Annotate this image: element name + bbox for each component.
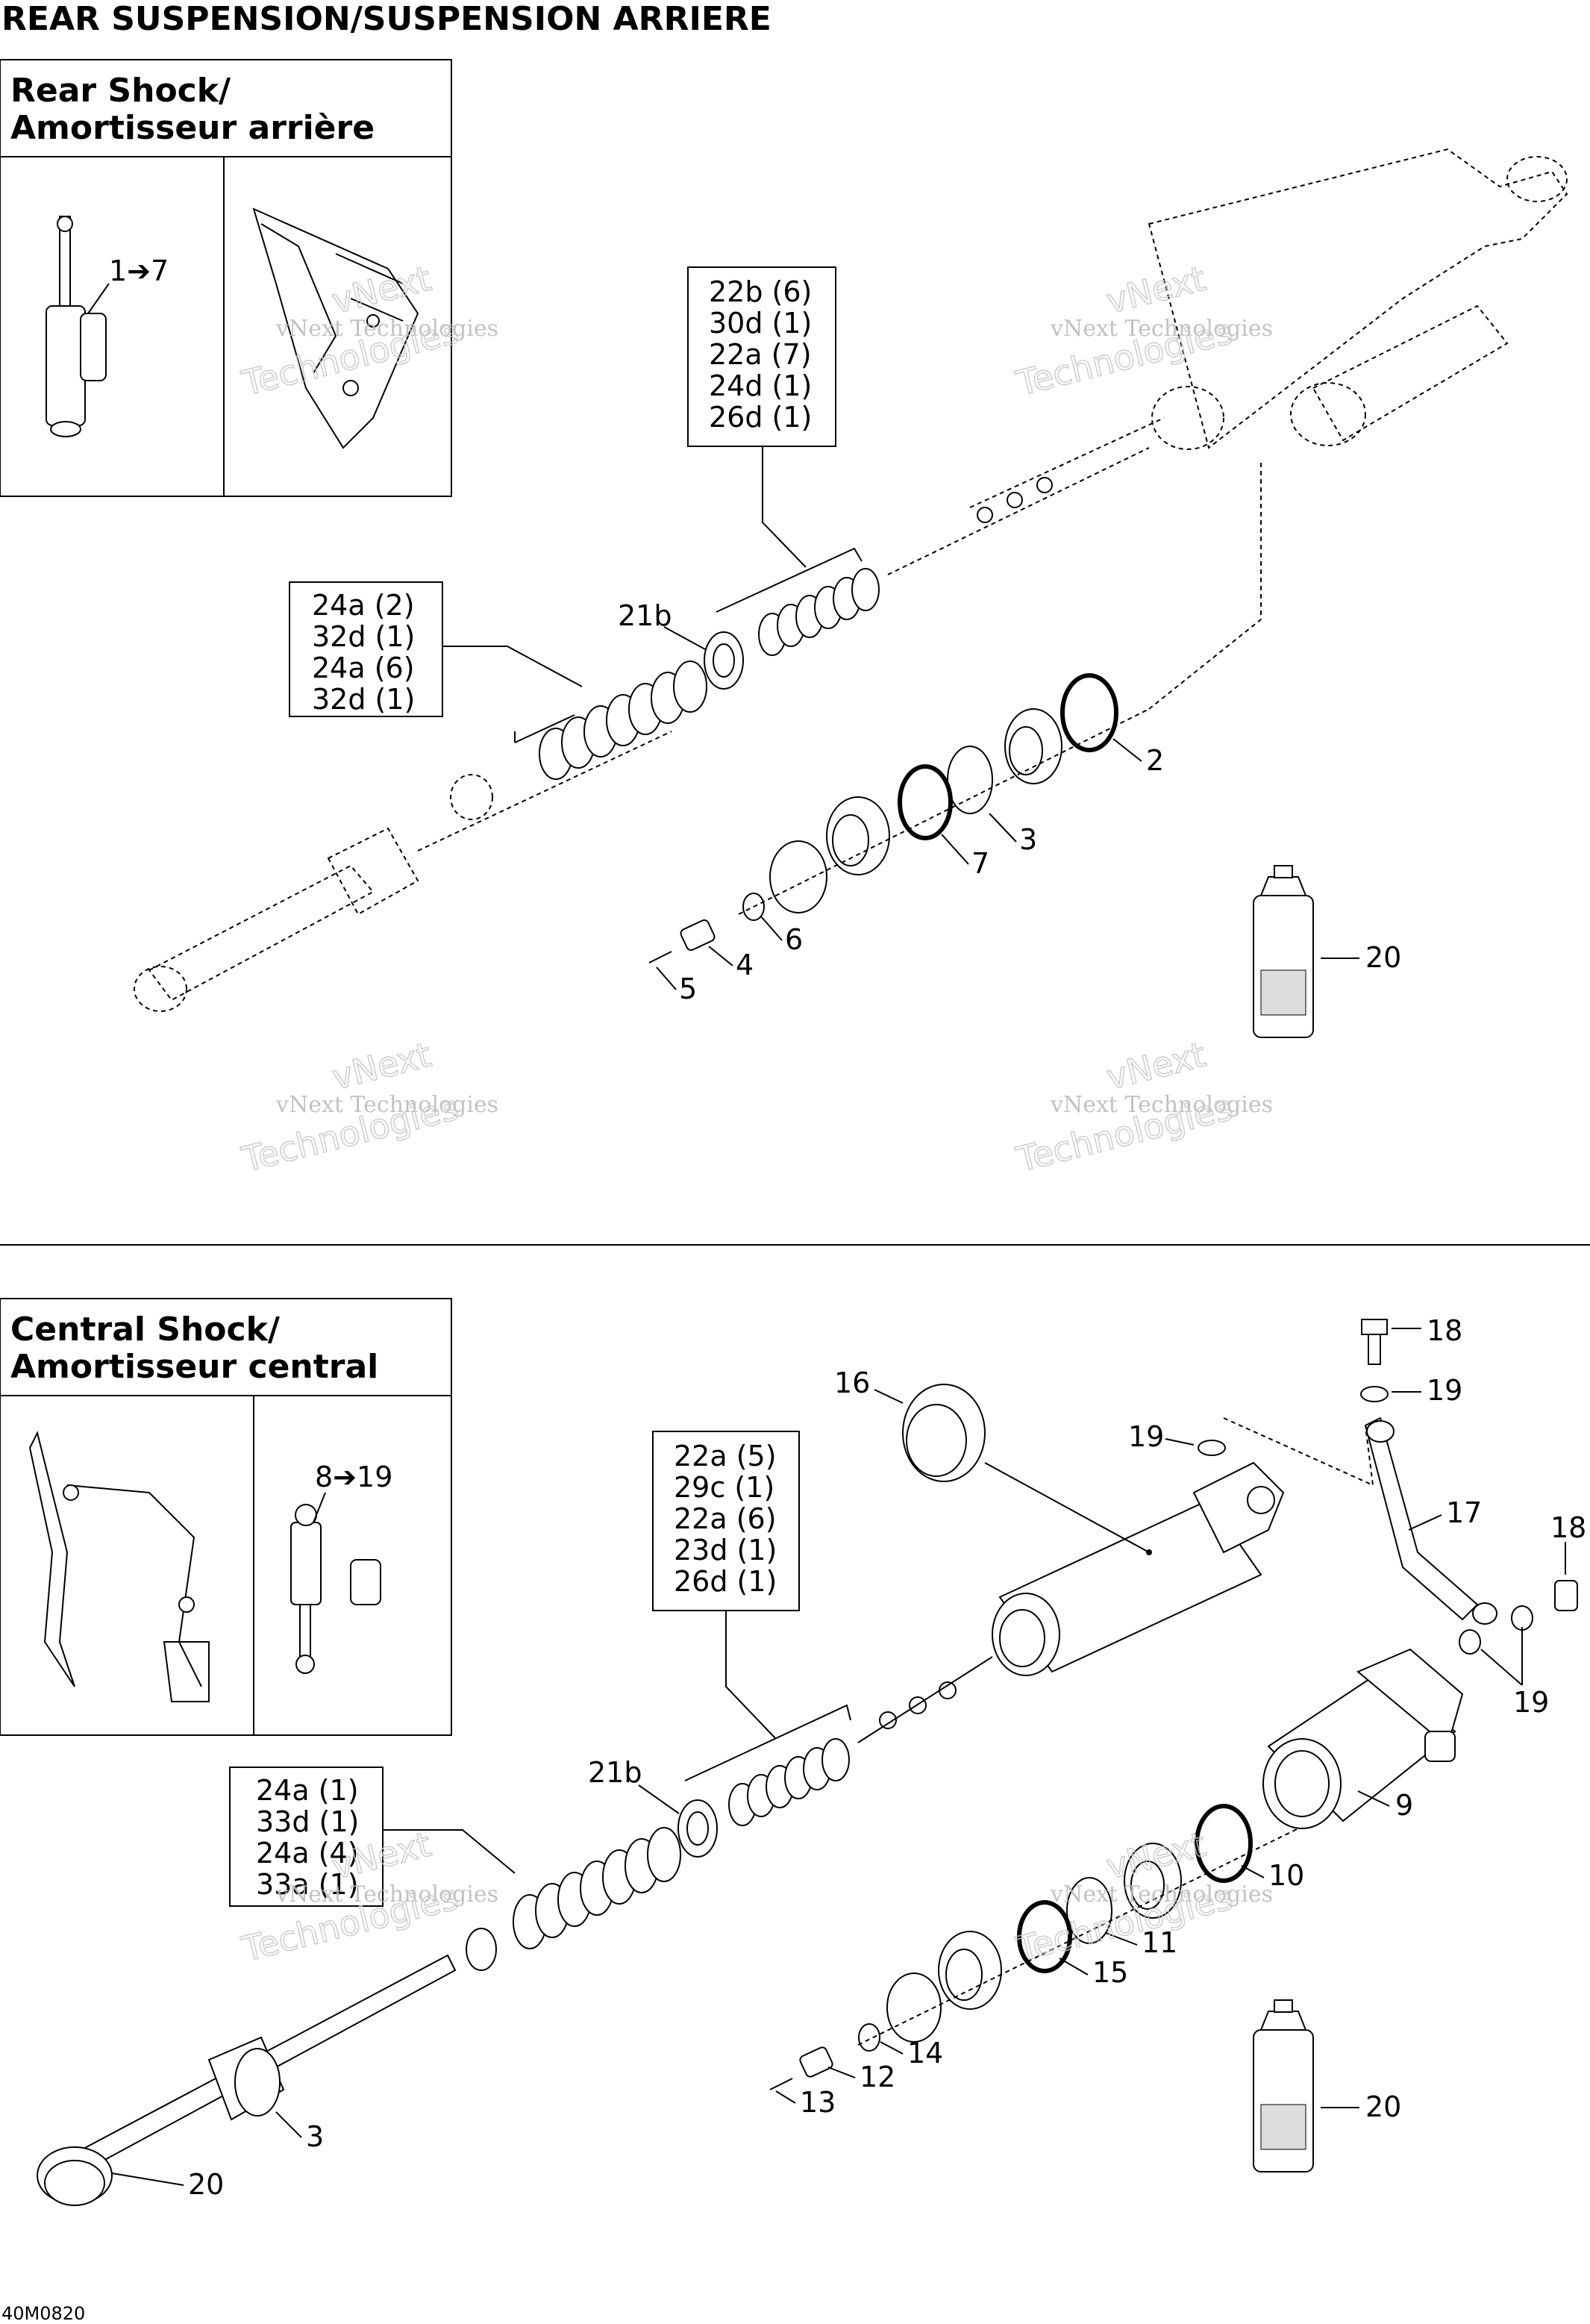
label-10: 10 — [1268, 1859, 1304, 1892]
central-callout-top-line: 29c (1) — [674, 1471, 774, 1504]
label-13: 13 — [800, 2086, 836, 2119]
watermark-text: vNext Technologies — [275, 1881, 498, 1908]
central-callout-left-line: 24a (1) — [256, 1774, 359, 1807]
label-15: 15 — [1092, 1956, 1128, 1989]
central-shock-section: Central Shock/ Amortisseur central 8➔19 — [0, 1298, 1586, 2206]
watermark-text: vNext — [1103, 1034, 1209, 1098]
watermark-text: vNext Technologies — [275, 316, 498, 342]
rear-callout-top-line: 22b (6) — [709, 275, 812, 308]
label-20-shaft: 20 — [188, 2168, 224, 2201]
label-18-top: 18 — [1427, 1314, 1462, 1347]
rear-callout-top-line: 24d (1) — [709, 369, 812, 402]
central-callout-box-top — [652, 1431, 800, 1611]
footer-code: 40M0820 — [1, 2303, 85, 2324]
label-5: 5 — [679, 972, 697, 1005]
central-shock-body — [992, 1461, 1285, 1676]
central-lower-parts — [769, 1804, 1299, 2090]
label-20: 20 — [1365, 941, 1401, 974]
label-17: 17 — [1446, 1496, 1482, 1529]
watermark-text: vNext Technologies — [1050, 316, 1273, 342]
central-thumb-frame — [0, 1395, 254, 1736]
rear-callout-left-line: 24a (6) — [312, 652, 415, 684]
central-callout-top-line: 23d (1) — [674, 1534, 777, 1566]
rear-thumb-shock — [0, 156, 225, 497]
central-reservoir — [1262, 1648, 1464, 1829]
rear-callout-box-left — [289, 581, 443, 717]
central-oil-bottle — [1253, 1999, 1314, 2172]
central-callout-box-left — [229, 1767, 384, 1907]
label-6: 6 — [785, 923, 803, 956]
rear-oring-2 — [1060, 673, 1118, 752]
rear-callout-left-line: 32d (1) — [312, 683, 415, 716]
rear-header-line1: Rear Shock/ — [10, 72, 231, 110]
label-19-right: 19 — [1513, 1686, 1549, 1719]
rear-oring-7 — [898, 764, 953, 840]
label-3: 3 — [1019, 823, 1037, 856]
rear-spring-stack — [450, 447, 1150, 820]
part-18-bolt — [1361, 1319, 1388, 1335]
rear-oring-3 — [947, 746, 993, 814]
rear-header-box — [0, 59, 452, 157]
rear-header-line2: Amortisseur arrière — [10, 109, 375, 147]
page-title: REAR SUSPENSION/SUSPENSION ARRIERE — [1, 0, 771, 38]
rear-shock-section: Rear Shock/ Amortisseur arrière 1➔7 — [0, 59, 1568, 1038]
label-14: 14 — [907, 2037, 943, 2070]
central-thumb-frame-drawing — [28, 1431, 210, 1702]
rear-shock-body — [1148, 148, 1568, 450]
label-20-bottle: 20 — [1365, 2090, 1401, 2123]
watermark-text: vNext — [328, 1034, 435, 1098]
central-header-box — [0, 1298, 452, 1396]
central-callout-left-line: 33d (1) — [256, 1805, 359, 1838]
central-thumb-shock-drawing — [290, 1504, 381, 1674]
watermark-text: vNext Technologies — [1050, 1092, 1273, 1118]
central-thumb-range-label: 8➔19 — [315, 1461, 392, 1493]
central-header-line1: Central Shock/ — [10, 1311, 281, 1349]
rear-callout-top-line: 26d (1) — [709, 401, 812, 434]
watermark-text: vNext Technologies — [275, 1092, 498, 1118]
label-7: 7 — [971, 847, 989, 880]
rear-callout-left-line: 24a (2) — [312, 589, 415, 622]
rear-thumb-frame-drawing — [252, 207, 419, 449]
watermark-text: vNext Technologies — [1050, 1881, 1273, 1908]
rear-callout-top-line: 22a (7) — [709, 338, 812, 371]
central-callout-left-line: 33a (1) — [256, 1868, 359, 1901]
label-21b-central: 21b — [588, 1756, 642, 1789]
rear-shock-shaft — [134, 731, 672, 1012]
label-21b: 21b — [618, 599, 672, 632]
label-19-left: 19 — [1128, 1420, 1164, 1453]
central-header-line2: Amortisseur central — [10, 1348, 378, 1386]
central-callout-top-line: 22a (6) — [674, 1502, 777, 1535]
rear-thumb-range-label: 1➔7 — [109, 254, 169, 287]
rear-callout-top-line: 30d (1) — [709, 307, 812, 340]
label-16: 16 — [834, 1366, 870, 1399]
rear-spring-lower — [539, 660, 707, 780]
central-spring-stack — [466, 1656, 993, 1971]
central-callout-left-line: 24a (4) — [256, 1837, 359, 1869]
label-11: 11 — [1142, 1926, 1177, 1959]
label-9: 9 — [1395, 1789, 1413, 1822]
label-19-top: 19 — [1427, 1374, 1462, 1407]
rear-spring-upper — [758, 568, 880, 656]
label-3-central: 3 — [306, 2120, 324, 2153]
watermark-text: vNext — [1103, 258, 1209, 322]
central-shock-shaft — [37, 1954, 457, 2206]
rear-lower-parts — [648, 463, 1262, 963]
part-19-washer — [1360, 1386, 1389, 1402]
central-callout-top-line: 22a (5) — [674, 1440, 777, 1472]
rear-thumb-shock-drawing — [46, 216, 107, 437]
rear-oil-bottle — [1253, 865, 1314, 1038]
rear-callout-left-line: 32d (1) — [312, 620, 415, 653]
rear-callout-box-top — [687, 266, 836, 447]
central-callout-top-line: 26d (1) — [674, 1565, 777, 1598]
label-2: 2 — [1146, 744, 1164, 777]
label-18-right: 18 — [1550, 1511, 1586, 1544]
label-12: 12 — [860, 2061, 895, 2093]
label-4: 4 — [736, 949, 754, 981]
